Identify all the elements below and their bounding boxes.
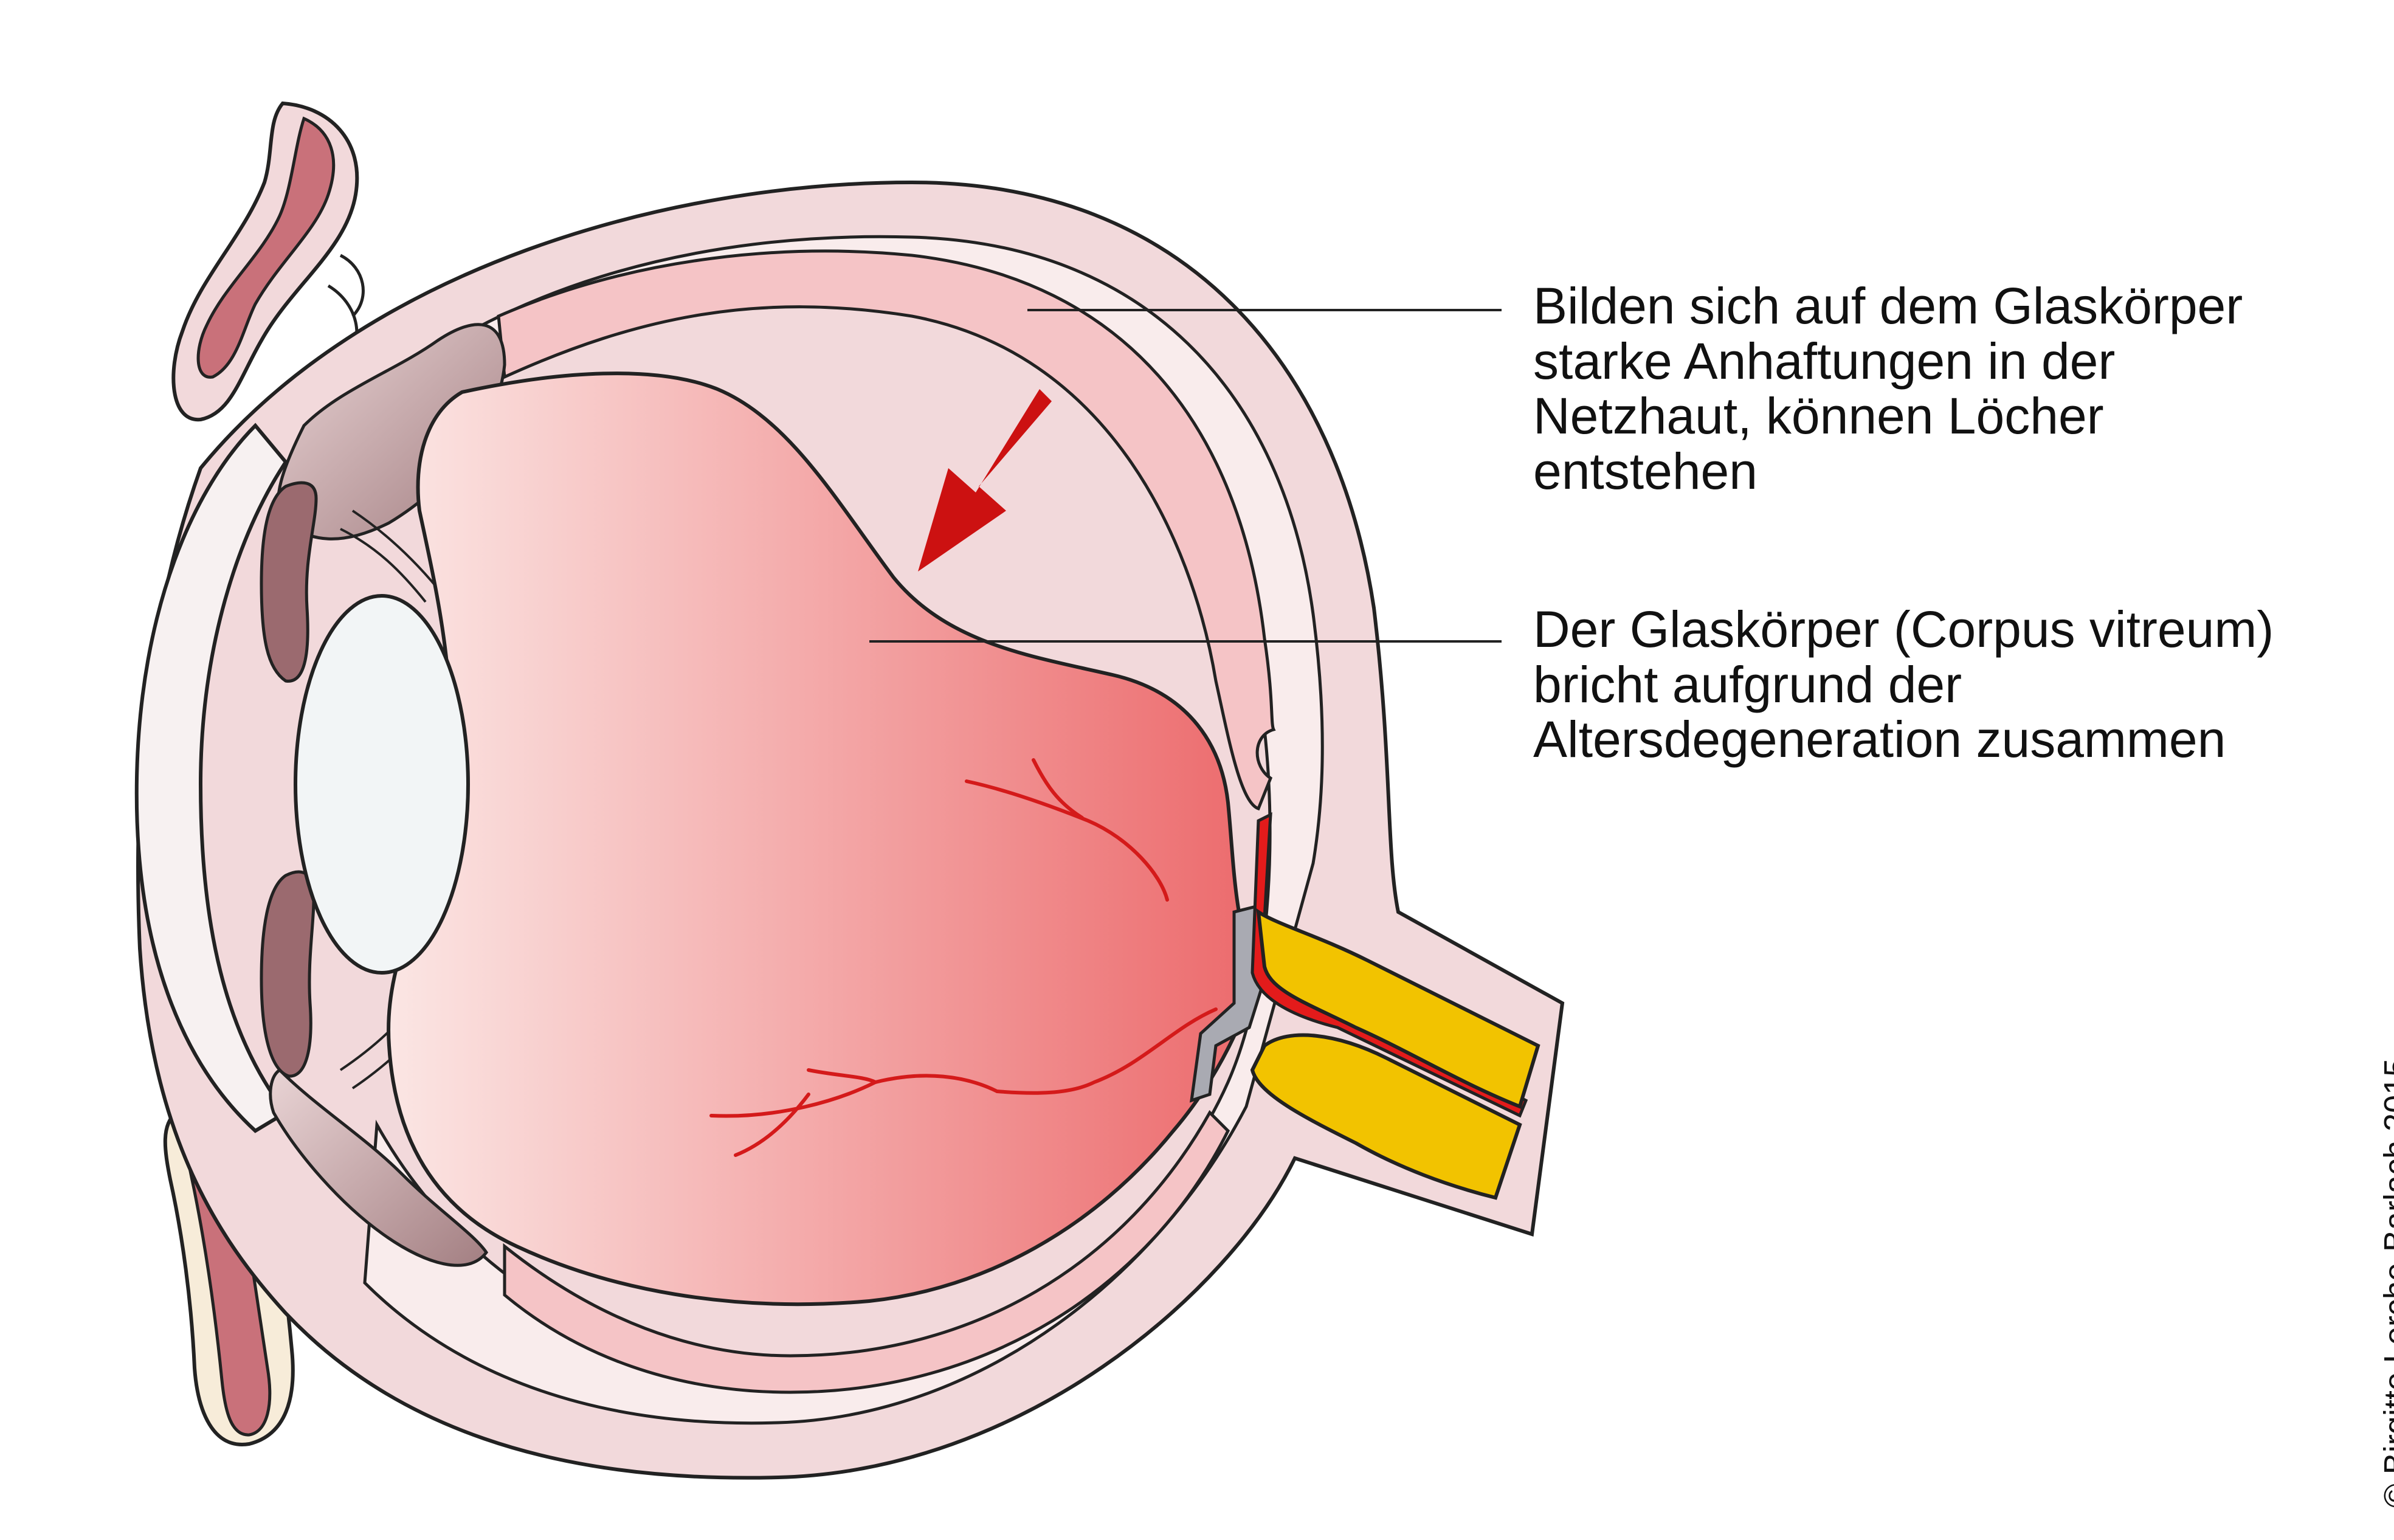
lens [295, 596, 468, 973]
iris-upper [261, 483, 316, 681]
annotation-line: Altersdegeneration zusammen [1533, 712, 2274, 767]
copyright-notice: © Birgitte Lerche-Barlach 2015 [2377, 1058, 2394, 1508]
iris-lower [261, 872, 314, 1076]
annotation-retina-holes: Bilden sich auf dem Glaskörper starke An… [1533, 278, 2243, 499]
annotation-line: Bilden sich auf dem Glaskörper [1533, 278, 2243, 334]
annotation-vitreous-collapse: Der Glaskörper (Corpus vitreum) bricht a… [1533, 602, 2274, 767]
annotation-line: entstehen [1533, 444, 2243, 499]
annotation-line: starke Anhaftungen in der [1533, 334, 2243, 389]
annotation-line: Netzhaut, können Löcher [1533, 388, 2243, 444]
annotation-line: Der Glaskörper (Corpus vitreum) [1533, 602, 2274, 657]
annotation-line: bricht aufgrund der [1533, 657, 2274, 713]
